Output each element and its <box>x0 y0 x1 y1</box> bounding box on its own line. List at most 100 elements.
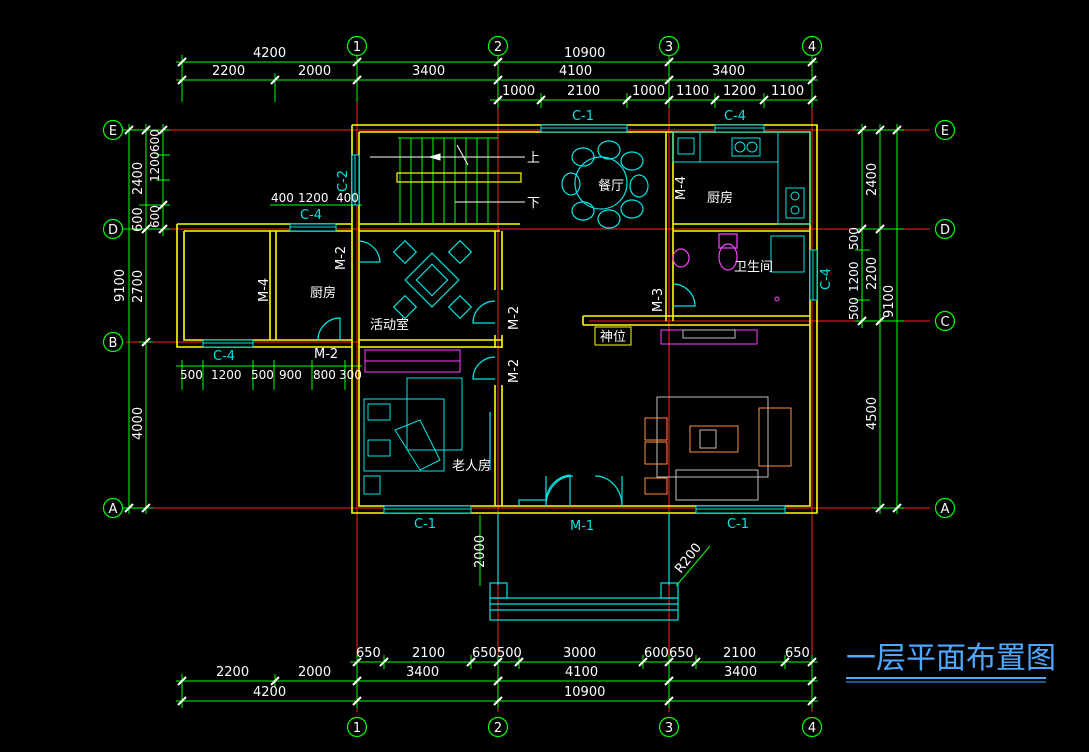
dim-left-seg-4: 4000 <box>131 407 146 440</box>
stair: 上 下 <box>370 137 540 224</box>
room-shrine: 神位 <box>600 330 626 345</box>
bubble-bottom-3: 3 <box>665 721 673 736</box>
room-dining: 餐厅 <box>598 178 624 194</box>
bubble-right-d: D <box>940 223 950 238</box>
shrine-box <box>594 326 632 346</box>
room-kitchen-annex: 厨房 <box>310 285 336 301</box>
grid-bubbles-left: E D B A <box>102 119 124 519</box>
bubble-top-4: 4 <box>808 40 816 55</box>
dim-top-row3-2: 2100 <box>567 84 600 99</box>
bubble-left-b: B <box>109 336 118 351</box>
dim-bottom-row1-7: 650 <box>669 646 694 661</box>
walls <box>176 124 818 514</box>
label-m2-activity: M-2 <box>334 246 349 270</box>
room-activity: 活动室 <box>370 317 409 333</box>
dim-right-inner-1: 500 <box>847 227 861 250</box>
dim-right-seg-3: 4500 <box>865 397 880 430</box>
dim-left-inner-1: 600 <box>148 129 162 152</box>
bubble-left-d: D <box>108 223 118 238</box>
label-m1: M-1 <box>570 519 594 534</box>
left-dimensions: 9100 2400 600 2700 4000 600 1200 600 <box>113 129 162 440</box>
dim-bottom-row1-9: 650 <box>785 646 810 661</box>
dim-left-inner-3: 600 <box>148 205 162 228</box>
bottom-dimensions: 650 2100 650 500 3000 600 650 2100 650 2… <box>216 646 810 700</box>
porch <box>489 513 679 621</box>
right-dimensions: 9100 2400 2200 4500 500 1200 500 <box>847 163 897 430</box>
dim-bottom-overall-2: 10900 <box>564 685 605 700</box>
label-m2-annex: M-2 <box>314 347 338 362</box>
dim-bottom-row1-8: 2100 <box>723 646 756 661</box>
dim-annex-top-2: 1200 <box>298 191 329 205</box>
annex-dimensions: 400 1200 400 500 1200 500 900 800 300 <box>180 191 362 382</box>
label-c1-bottom-right: C-1 <box>727 517 749 532</box>
dim-porch-depth: 2000 <box>473 535 488 568</box>
elder-room-furniture <box>363 349 463 495</box>
drawing-title: 一层平面布置图 <box>846 641 1056 676</box>
dim-bottom-row1-6: 600 <box>644 646 669 661</box>
dim-bottom-overall-1: 4200 <box>253 685 286 700</box>
dim-bottom-row2-4: 4100 <box>565 665 598 680</box>
bubble-bottom-1: 1 <box>353 721 361 736</box>
label-c2: C-2 <box>336 170 351 192</box>
label-m2-elder: M-2 <box>507 359 522 383</box>
doors <box>317 240 696 507</box>
bubble-top-3: 3 <box>665 40 673 55</box>
dim-top-row3-4: 1100 <box>676 84 709 99</box>
label-m2-hall: M-2 <box>507 306 522 330</box>
dim-annex-top-3: 400 <box>336 191 359 205</box>
label-m4-annex: M-4 <box>257 278 272 302</box>
dim-bottom-row1-5: 3000 <box>563 646 596 661</box>
dim-top-row2-5: 3400 <box>712 64 745 79</box>
dim-right-seg-2: 2200 <box>865 257 880 290</box>
dim-top-row2-2: 2000 <box>298 64 331 79</box>
dim-annex-bottom-4: 900 <box>279 368 302 382</box>
dining-table <box>561 140 649 229</box>
label-c1-bottom-left: C-1 <box>414 517 436 532</box>
dim-bottom-row2-5: 3400 <box>724 665 757 680</box>
dim-top-overall-2: 10900 <box>564 46 605 61</box>
bubble-top-1: 1 <box>353 40 361 55</box>
dim-bottom-row1-1: 650 <box>356 646 381 661</box>
bubble-left-e: E <box>109 124 117 139</box>
bubble-right-e: E <box>941 124 949 139</box>
room-elder: 老人房 <box>452 458 491 474</box>
bubble-bottom-2: 2 <box>494 721 502 736</box>
label-m3: M-3 <box>651 288 666 312</box>
bubble-left-a: A <box>109 502 118 517</box>
stair-down-label: 下 <box>527 196 540 211</box>
dim-top-row3-1: 1000 <box>502 84 535 99</box>
dim-right-seg-1: 2400 <box>865 163 880 196</box>
activity-room-table <box>392 239 473 320</box>
bubble-bottom-4: 4 <box>808 721 816 736</box>
label-c4-top: C-4 <box>724 109 746 124</box>
bubble-right-c: C <box>940 315 949 330</box>
dim-right-inner-2: 1200 <box>847 261 861 292</box>
dim-top-row2-4: 4100 <box>559 64 592 79</box>
grid-bubbles-bottom: 1 2 3 4 <box>346 716 823 738</box>
dim-bottom-row1-2: 2100 <box>412 646 445 661</box>
dim-annex-bottom-1: 500 <box>180 368 203 382</box>
dim-bottom-row2-2: 2000 <box>298 665 331 680</box>
dim-annex-bottom-2: 1200 <box>211 368 242 382</box>
dim-right-inner-3: 500 <box>847 297 861 320</box>
dim-top-overall-1: 4200 <box>253 46 286 61</box>
stair-up-label: 上 <box>527 151 540 166</box>
label-c4-annex-top: C-4 <box>300 208 322 223</box>
grid-bubbles-top: 1 2 3 4 <box>346 35 823 57</box>
room-bathroom: 卫生间 <box>734 260 773 275</box>
windows <box>202 124 818 514</box>
label-c1-top: C-1 <box>572 109 594 124</box>
dim-bottom-row1-4: 500 <box>497 646 522 661</box>
dim-annex-bottom-5: 800 <box>313 368 336 382</box>
label-c4-annex-bottom: C-4 <box>213 349 235 364</box>
dim-left-inner-2: 1200 <box>148 151 162 182</box>
grid-bubbles-right: E D C A <box>934 119 956 519</box>
axis-lines <box>126 58 930 712</box>
dim-bottom-row2-3: 3400 <box>406 665 439 680</box>
dim-annex-top-1: 400 <box>271 191 294 205</box>
dim-left-seg-1: 2400 <box>131 162 146 195</box>
room-kitchen-main: 厨房 <box>707 190 733 206</box>
top-dimensions: 4200 10900 2200 2000 3400 4100 3400 1000… <box>212 46 804 99</box>
dim-annex-bottom-3: 500 <box>251 368 274 382</box>
